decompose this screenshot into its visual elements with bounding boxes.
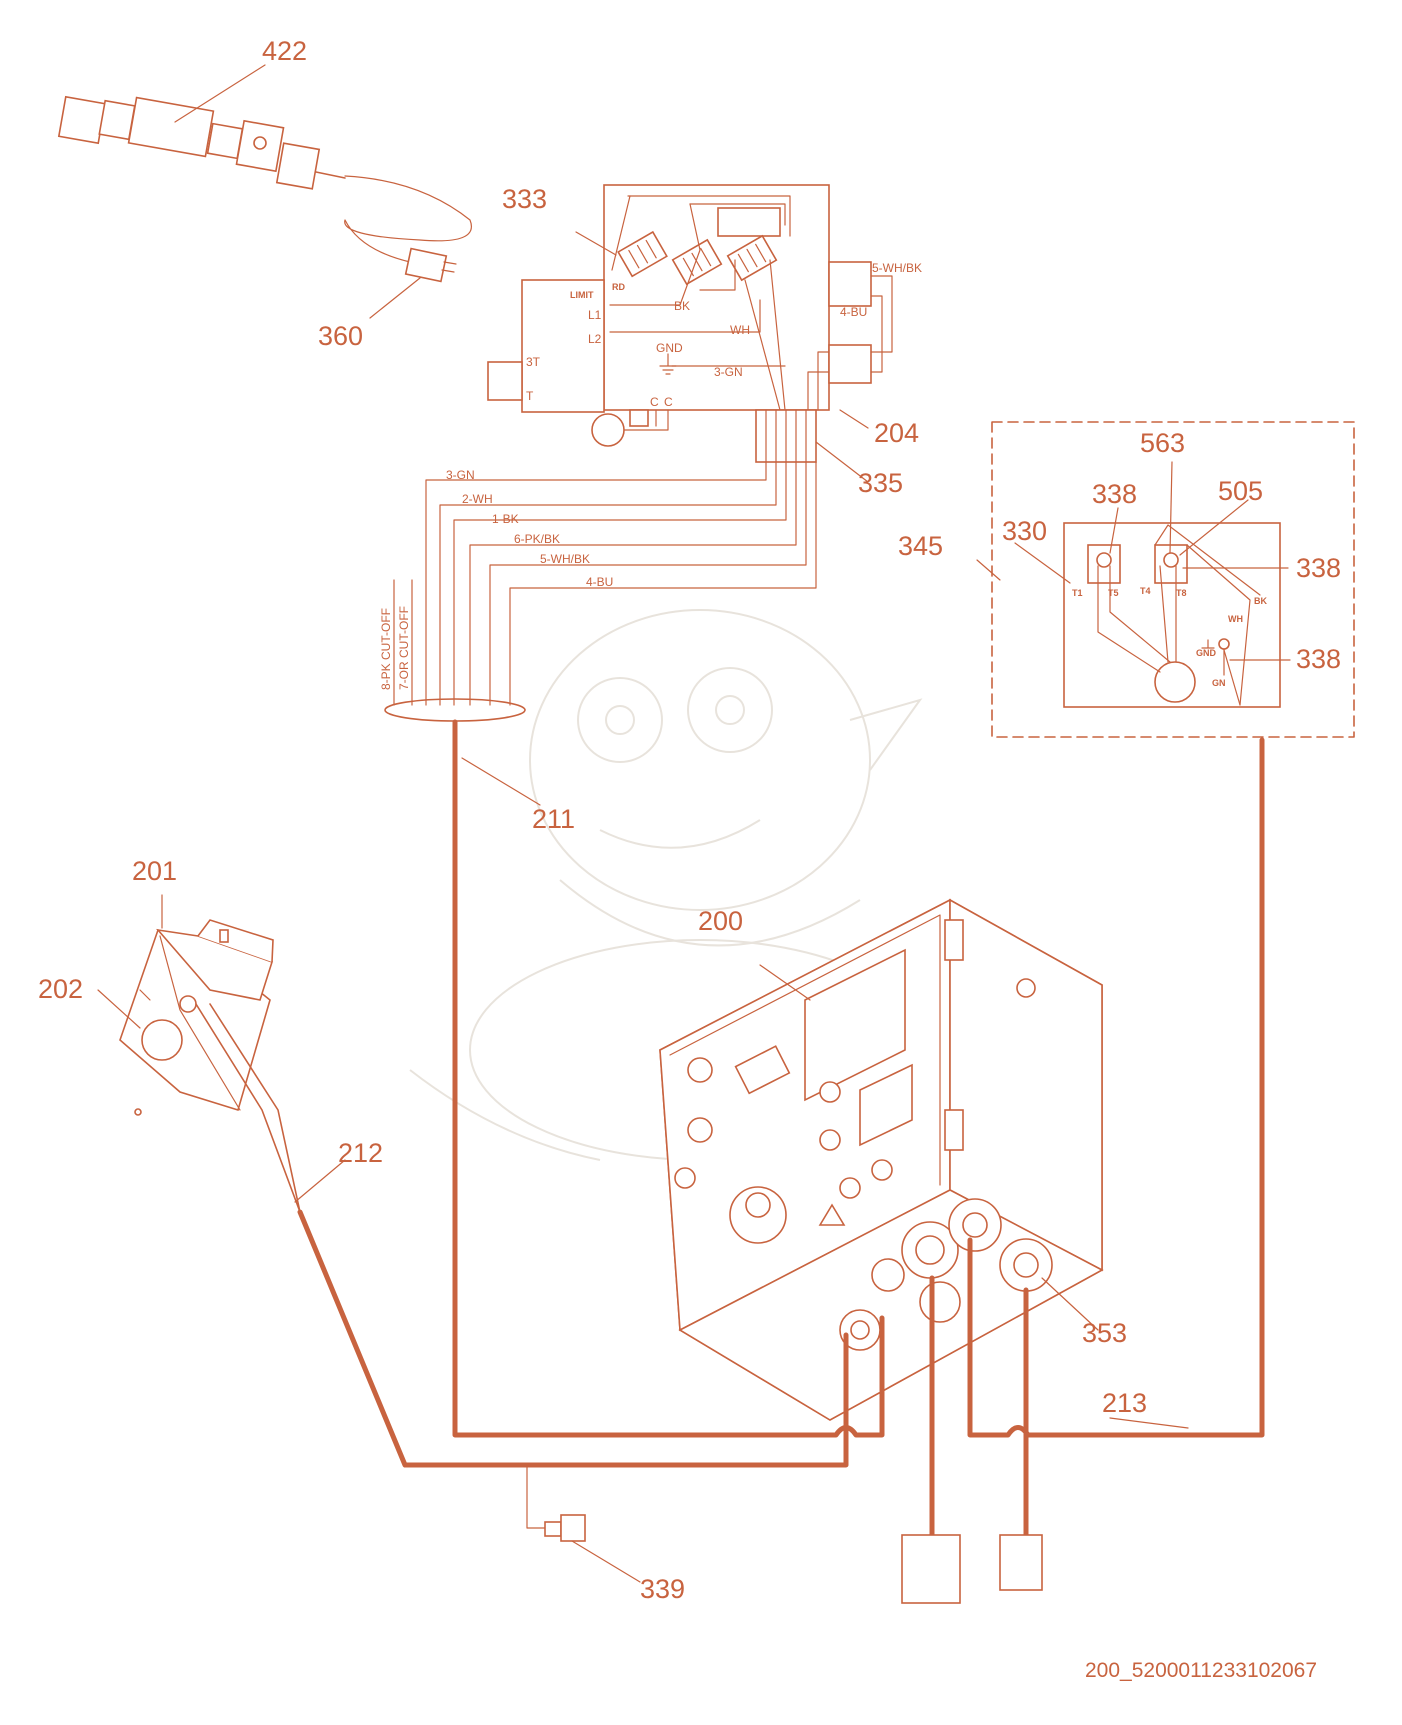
svg-text:5-WH/BK: 5-WH/BK [872,261,922,275]
callout-338-gnd: 338 [1296,644,1341,674]
svg-text:2-WH: 2-WH [462,492,493,506]
svg-text:WH: WH [730,323,750,337]
svg-text:5-WH/BK: 5-WH/BK [540,552,590,566]
drawing-code: 200_5200011233102067 [1085,1659,1317,1682]
svg-text:T5: T5 [1108,588,1119,598]
terminal-labels: LIMIT RD L1 BK L2 WH GND 3-GN 3T T C C 5… [526,261,922,409]
svg-text:3T: 3T [526,355,541,369]
svg-text:BK: BK [674,299,690,313]
svg-text:T4: T4 [1140,586,1151,596]
callout-339: 339 [640,1574,685,1604]
callout-333: 333 [502,184,547,214]
wire-bundle [384,461,817,806]
svg-text:C: C [650,395,659,409]
svg-text:T8: T8 [1176,588,1187,598]
svg-text:1-BK: 1-BK [492,512,519,526]
svg-text:6-PK/BK: 6-PK/BK [514,532,560,546]
callout-202: 202 [38,974,83,1004]
remote-box-right [999,1534,1043,1591]
svg-text:LIMIT: LIMIT [570,290,594,300]
callout-200: 200 [698,906,743,936]
callout-360: 360 [318,321,363,351]
motor-terminal-box [976,421,1355,738]
callout-338-top: 338 [1092,479,1137,509]
sensor-422 [57,64,472,283]
svg-text:T: T [526,389,534,403]
svg-text:GN: GN [1212,678,1226,688]
cables [297,719,1265,1538]
sensor-bracket [97,894,346,1213]
callout-330: 330 [1002,516,1047,546]
svg-text:3-GN: 3-GN [446,468,475,482]
controller-box-200 [659,898,1104,1421]
motor-labels: T1 T5 T4 T8 BK WH GND GN [1072,586,1267,688]
remote-box-left [901,1534,961,1604]
callout-338-right: 338 [1296,553,1341,583]
svg-text:L1: L1 [588,308,602,322]
svg-text:4-BU: 4-BU [840,305,867,319]
svg-text:T1: T1 [1072,588,1083,598]
svg-text:C: C [664,395,673,409]
svg-text:8-PK CUT-OFF: 8-PK CUT-OFF [379,608,393,690]
callout-335: 335 [858,468,903,498]
control-box [487,184,893,483]
callout-345: 345 [898,531,943,561]
svg-text:4-BU: 4-BU [586,575,613,589]
callout-211: 211 [532,804,575,834]
svg-text:BK: BK [1254,596,1267,606]
callouts: 422 333 360 204 335 345 563 338 505 330 … [38,36,1341,1604]
svg-text:WH: WH [1228,614,1243,624]
callout-505: 505 [1218,476,1263,506]
callout-563: 563 [1140,428,1185,458]
callout-213: 213 [1102,1388,1147,1418]
svg-text:7-OR CUT-OFF: 7-OR CUT-OFF [397,606,411,690]
callout-201: 201 [132,856,177,886]
wire-labels: 3-GN 2-WH 1-BK 6-PK/BK 5-WH/BK 4-BU 8-PK… [379,468,613,690]
svg-text:L2: L2 [588,332,602,346]
svg-text:GND: GND [656,341,683,355]
callout-422: 422 [262,36,307,66]
callout-212: 212 [338,1138,383,1168]
callout-353: 353 [1082,1318,1127,1348]
branch-339 [526,1464,641,1583]
svg-text:RD: RD [612,282,625,292]
callout-204: 204 [874,418,919,448]
svg-text:3-GN: 3-GN [714,365,743,379]
svg-text:GND: GND [1196,648,1217,658]
